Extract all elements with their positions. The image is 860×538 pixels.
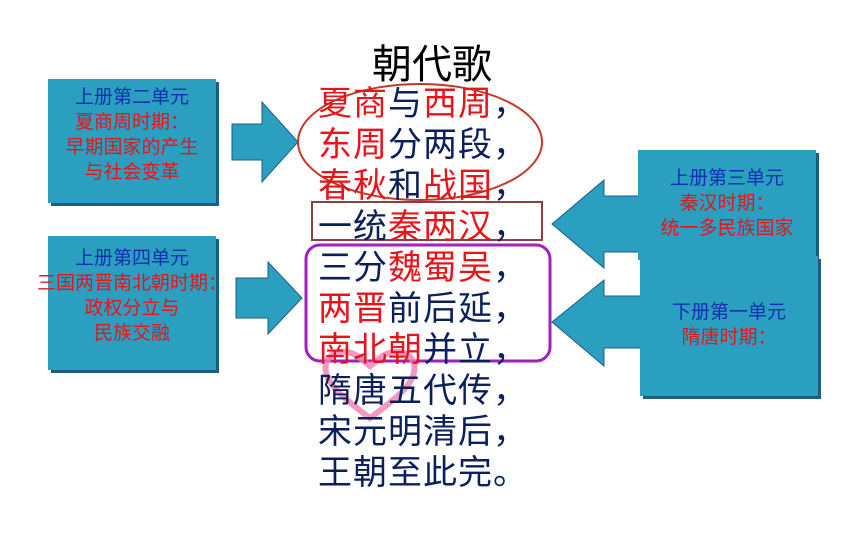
poem-text: 一统 <box>318 207 388 247</box>
poem-dynasty-text: 战国 <box>423 166 493 206</box>
poem-text: 与 <box>388 84 423 124</box>
poem-text: 隋唐五代传， <box>318 371 528 411</box>
box2-line3: 政权分立与 <box>84 297 180 319</box>
poem-line: 夏商与西周， <box>318 84 558 125</box>
poem-text: 王朝至此完。 <box>318 453 528 493</box>
unit-box-4: 下册第一单元 隋唐时期： <box>640 256 818 396</box>
box1-line3: 早期国家的产生 <box>65 136 199 158</box>
highlight-rect <box>311 201 543 241</box>
box3-line3: 统一多民族国家 <box>660 217 794 239</box>
poem: 夏商与西周，东周分两段，春秋和战国，一统秦两汉，三分魏蜀吴，两晋前后延，南北朝并… <box>318 84 558 494</box>
box1-line4: 与社会变革 <box>84 161 180 183</box>
poem-text: ， <box>493 166 528 206</box>
box4-line1: 下册第一单元 <box>671 301 786 323</box>
poem-line: 两晋前后延， <box>318 289 558 330</box>
poem-dynasty-text: 两晋 <box>318 289 388 329</box>
poem-line: 宋元明清后， <box>318 412 558 453</box>
heart-icon <box>322 348 418 422</box>
poem-text: 并立， <box>423 330 528 370</box>
poem-line: 一统秦两汉， <box>318 207 558 248</box>
poem-text: ， <box>493 248 528 288</box>
poem-dynasty-text: 南北朝 <box>318 330 423 370</box>
poem-dynasty-text: 夏商 <box>318 84 388 124</box>
highlight-ellipse <box>297 83 543 201</box>
poem-dynasty-text: 春秋 <box>318 166 388 206</box>
box2-line4: 民族交融 <box>93 322 170 344</box>
arrow-right-2 <box>235 260 303 336</box>
unit-box-3: 上册第三单元 秦汉时期： 统一多民族国家 <box>638 150 816 260</box>
box2-line2: 三国两晋南北朝时期： <box>36 272 227 294</box>
box1-line2: 夏商周时期： <box>74 111 189 133</box>
poem-text: 分两段， <box>388 125 528 165</box>
poem-line: 三分魏蜀吴， <box>318 248 558 289</box>
box2-line1: 上册第四单元 <box>74 247 189 269</box>
poem-text: ， <box>493 207 528 247</box>
poem-dynasty-text: 魏蜀吴 <box>388 248 493 288</box>
box3-line2: 秦汉时期： <box>679 192 775 214</box>
poem-line: 春秋和战国， <box>318 166 558 207</box>
unit-box-1: 上册第二单元 夏商周时期： 早期国家的产生 与社会变革 <box>48 79 216 203</box>
poem-dynasty-text: 西周 <box>423 84 493 124</box>
poem-line: 王朝至此完。 <box>318 453 558 494</box>
poem-text: 和 <box>388 166 423 206</box>
poem-line: 南北朝并立， <box>318 330 558 371</box>
page-title: 朝代歌 <box>372 42 492 88</box>
poem-dynasty-text: 东周 <box>318 125 388 165</box>
poem-line: 隋唐五代传， <box>318 371 558 412</box>
poem-text: 三分 <box>318 248 388 288</box>
arrow-right-1 <box>231 100 299 184</box>
box1-line1: 上册第二单元 <box>74 86 189 108</box>
box3-line1: 上册第三单元 <box>669 167 784 189</box>
box4-line2: 隋唐时期： <box>681 326 777 348</box>
highlight-rounded-rect <box>304 243 552 363</box>
poem-dynasty-text: 秦两汉 <box>388 207 493 247</box>
poem-text: 宋元明清后， <box>318 412 528 452</box>
poem-text: 前后延， <box>388 289 528 329</box>
unit-box-2: 上册第四单元 三国两晋南北朝时期： 政权分立与 民族交融 <box>37 236 227 370</box>
poem-text: ， <box>493 84 528 124</box>
poem-line: 东周分两段， <box>318 125 558 166</box>
